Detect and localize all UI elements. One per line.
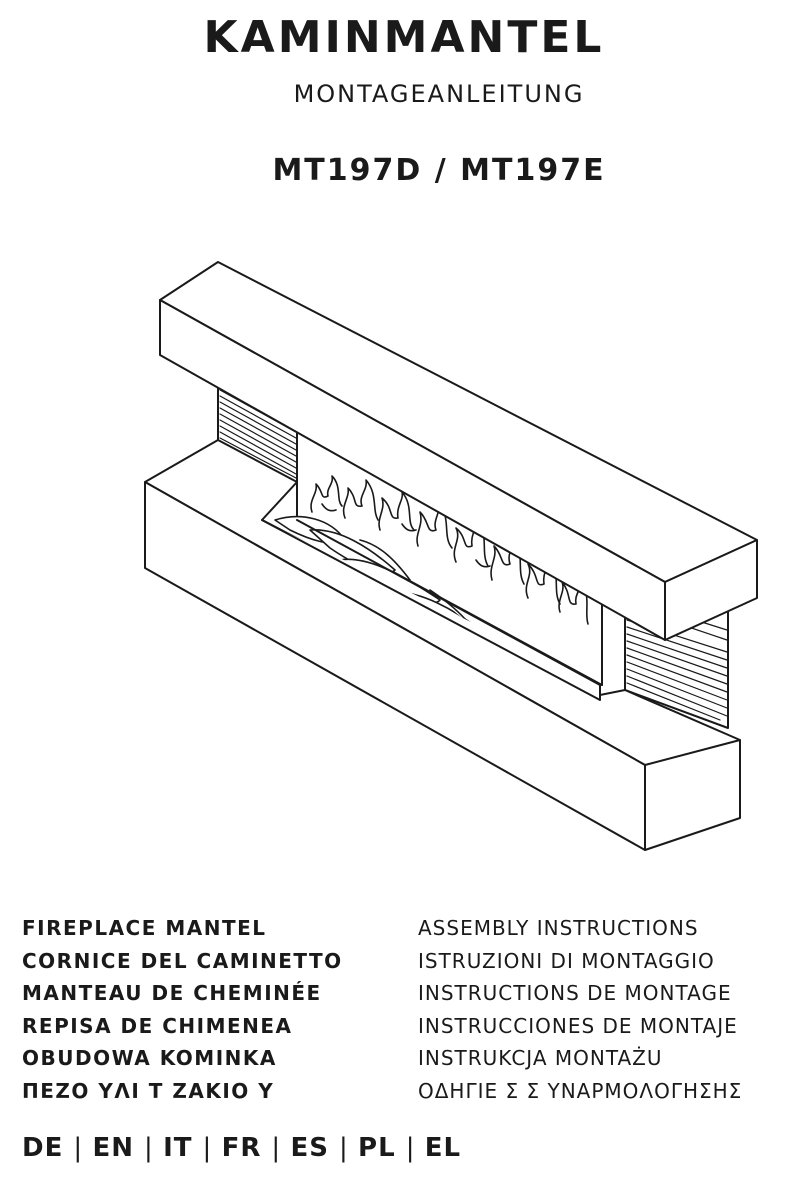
instructions-label: ASSEMBLY INSTRUCTIONS (418, 916, 699, 941)
language-row: MANTEAU DE CHEMINÉE INSTRUCTIONS DE MONT… (22, 977, 802, 1010)
language-code-it: IT (163, 1133, 193, 1163)
product-name: ΠΕΖΟ ΥΛΙ Τ ΖΑΚΙΟ Υ (22, 1078, 275, 1103)
fireplace-mantel-line-drawing (144, 261, 758, 851)
instructions-label: ISTRUZIONI DI MONTAGGIO (418, 948, 715, 973)
model-numbers: MT197D / MT197E (272, 153, 606, 188)
language-row: ΠΕΖΟ ΥΛΙ Τ ΖΑΚΙΟ Υ ΟΔΗΓΙΕ Σ Σ ΥΝΑΡΜΟΛΟΓΗ… (22, 1075, 802, 1108)
language-list: FIREPLACE MANTEL ASSEMBLY INSTRUCTIONS C… (22, 912, 802, 1107)
instructions-label: INSTRUKCJA MONTAŻU (418, 1046, 663, 1071)
product-name: REPISA DE CHIMENEA (22, 1013, 293, 1038)
language-code-es: ES (290, 1133, 329, 1163)
instructions-label: INSTRUCTIONS DE MONTAGE (418, 981, 732, 1006)
language-row: OBUDOWA KOMINKA INSTRUKCJA MONTAŻU (22, 1042, 802, 1075)
product-name: CORNICE DEL CAMINETTO (22, 948, 343, 973)
instructions-label: ΟΔΗΓΙΕ Σ Σ ΥΝΑΡΜΟΛΟΓΗΣΗΣ (418, 1078, 743, 1103)
product-name: MANTEAU DE CHEMINÉE (22, 981, 322, 1006)
document-subtitle: MONTAGEANLEITUNG (293, 80, 585, 108)
separator: | (144, 1133, 164, 1163)
separator: | (271, 1133, 291, 1163)
language-row: FIREPLACE MANTEL ASSEMBLY INSTRUCTIONS (22, 912, 802, 945)
mantel-shelf (159, 261, 758, 641)
language-row: CORNICE DEL CAMINETTO ISTRUZIONI DI MONT… (22, 945, 802, 978)
document-title: KAMINMANTEL (203, 12, 605, 63)
language-codes: DE | EN | IT | FR | ES | PL | EL (22, 1133, 461, 1163)
product-name: FIREPLACE MANTEL (22, 916, 267, 941)
separator: | (73, 1133, 93, 1163)
separator: | (202, 1133, 222, 1163)
language-code-pl: PL (358, 1133, 396, 1163)
instructions-label: INSTRUCCIONES DE MONTAJE (418, 1013, 738, 1038)
separator: | (405, 1133, 425, 1163)
language-code-el: EL (424, 1133, 462, 1163)
separator: | (339, 1133, 359, 1163)
product-name: OBUDOWA KOMINKA (22, 1046, 277, 1071)
language-code-de: DE (22, 1133, 64, 1163)
hearth-base (144, 439, 741, 851)
language-code-en: EN (92, 1133, 134, 1163)
language-row: REPISA DE CHIMENEA INSTRUCCIONES DE MONT… (22, 1010, 802, 1043)
language-code-fr: FR (221, 1133, 262, 1163)
